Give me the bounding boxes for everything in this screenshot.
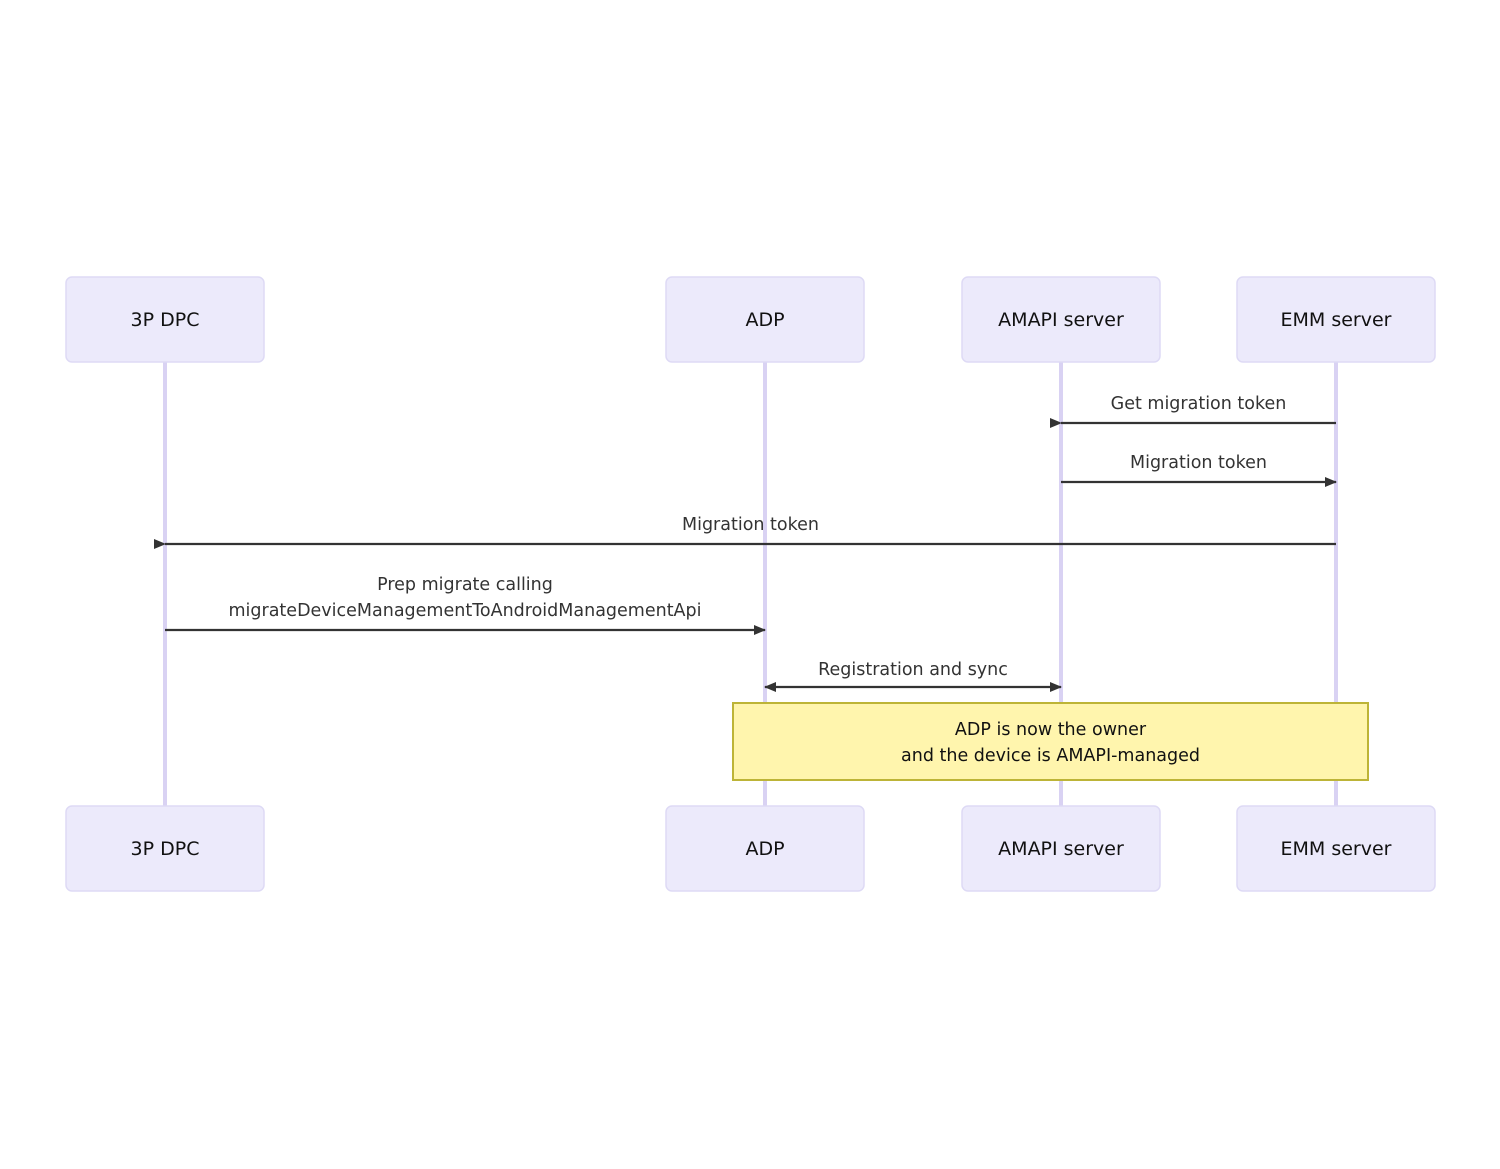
actor-label: EMM server <box>1281 838 1392 860</box>
actor-adp-bottom[interactable]: ADP <box>665 805 865 892</box>
note-text-line1: ADP is now the owner <box>955 720 1147 740</box>
actor-label: AMAPI server <box>998 838 1124 860</box>
actor-box-rect <box>665 805 865 892</box>
actor-label: AMAPI server <box>998 309 1124 331</box>
note-text-line2: and the device is AMAPI-managed <box>901 746 1200 766</box>
actor-label: EMM server <box>1281 309 1392 331</box>
actor-label: 3P DPC <box>131 309 200 331</box>
actor-box-rect <box>665 276 865 363</box>
message-migration-token-to-emm[interactable]: Migration token <box>1061 453 1337 487</box>
actor-box-rect <box>65 276 265 363</box>
actor-dpc-bottom[interactable]: 3P DPC <box>65 805 265 892</box>
note-rect <box>732 702 1369 781</box>
message-label: Registration and sync <box>818 660 1008 680</box>
actor-amapi-top[interactable]: AMAPI server <box>961 276 1161 363</box>
actor-adp-top[interactable]: ADP <box>665 276 865 363</box>
actor-dpc-top[interactable]: 3P DPC <box>65 276 265 363</box>
actor-emm-top[interactable]: EMM server <box>1236 276 1436 363</box>
note-layer: ADP is now the owner and the device is AM… <box>732 702 1369 781</box>
message-label-line1: Prep migrate calling <box>377 575 553 595</box>
message-get-migration-token[interactable]: Get migration token <box>1050 394 1336 428</box>
message-migration-token-to-dpc[interactable]: Migration token <box>154 515 1336 549</box>
actor-box-rect <box>1236 276 1436 363</box>
actor-label: ADP <box>745 838 784 860</box>
actor-box-rect <box>65 805 265 892</box>
note-owner-note: ADP is now the owner and the device is AM… <box>732 702 1369 781</box>
actor-label: 3P DPC <box>131 838 200 860</box>
actor-label: ADP <box>745 309 784 331</box>
message-label: Migration token <box>1130 453 1267 473</box>
message-prep-migrate[interactable]: Prep migrate calling migrateDeviceManagem… <box>165 575 766 635</box>
actor-box-rect <box>961 805 1161 892</box>
message-label-line2: migrateDeviceManagementToAndroidManageme… <box>229 601 702 621</box>
message-registration-and-sync[interactable]: Registration and sync <box>764 660 1062 692</box>
message-label: Migration token <box>682 515 819 535</box>
actor-emm-bottom[interactable]: EMM server <box>1236 805 1436 892</box>
message-label: Get migration token <box>1111 394 1287 414</box>
actor-box-rect <box>961 276 1161 363</box>
actor-amapi-bottom[interactable]: AMAPI server <box>961 805 1161 892</box>
actor-box-rect <box>1236 805 1436 892</box>
